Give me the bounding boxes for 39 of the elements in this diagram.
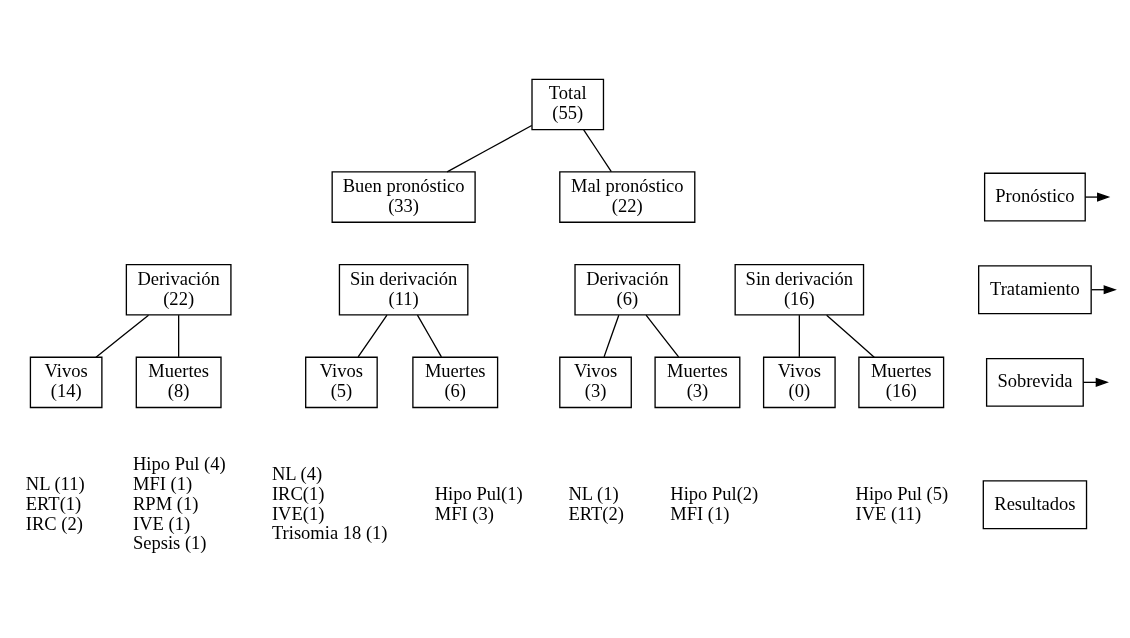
node-label: NL (1) — [568, 482, 619, 504]
connector — [357, 314, 388, 358]
connector — [645, 314, 680, 358]
node-box: Buen pronóstico (33) — [331, 170, 476, 223]
node-box: Total (55) — [531, 78, 605, 130]
node-label: Hipo Pul(1) — [434, 482, 523, 504]
node-box: Vivos (5) — [305, 356, 378, 408]
connector — [95, 314, 150, 358]
connector — [798, 314, 800, 358]
node-label: Hipo Pul (5) — [855, 482, 949, 504]
node-box: Mal pronóstico (22) — [559, 170, 696, 223]
node-box: Sin derivación (16) — [734, 263, 865, 316]
node-box: Muertes (3) — [654, 356, 741, 408]
node-box: Muertes (16) — [858, 356, 945, 408]
connector — [446, 124, 533, 173]
node-box: Sin derivación (11) — [338, 263, 469, 316]
arrow — [1084, 191, 1111, 202]
node-label: NL (11) — [25, 472, 85, 494]
node-label: Hipo Pul (4) — [132, 452, 226, 474]
node-box: Vivos (0) — [762, 356, 836, 408]
node-box: Vivos (3) — [559, 356, 632, 408]
node-box: Muertes (6) — [412, 356, 499, 408]
node-label: IVE (1) — [132, 512, 191, 534]
node-label: NL (4) — [271, 462, 323, 484]
connector — [603, 314, 620, 358]
node-box: Resultados — [982, 479, 1088, 529]
connector — [826, 314, 875, 358]
connector — [416, 314, 443, 358]
node-label: IRC (2) — [25, 512, 83, 534]
node-box: Derivación (6) — [574, 263, 681, 316]
node-box: Derivación (22) — [125, 263, 232, 316]
node-box: Tratamiento — [978, 264, 1092, 314]
connector — [583, 128, 612, 172]
node-label: Hipo Pul(2) — [670, 482, 759, 504]
node-box: Muertes (8) — [135, 356, 222, 408]
node-box: Sobrevida — [985, 357, 1084, 407]
node-box: Vivos (14) — [29, 356, 103, 408]
node-box: Pronóstico — [983, 172, 1086, 222]
connector — [178, 314, 180, 358]
